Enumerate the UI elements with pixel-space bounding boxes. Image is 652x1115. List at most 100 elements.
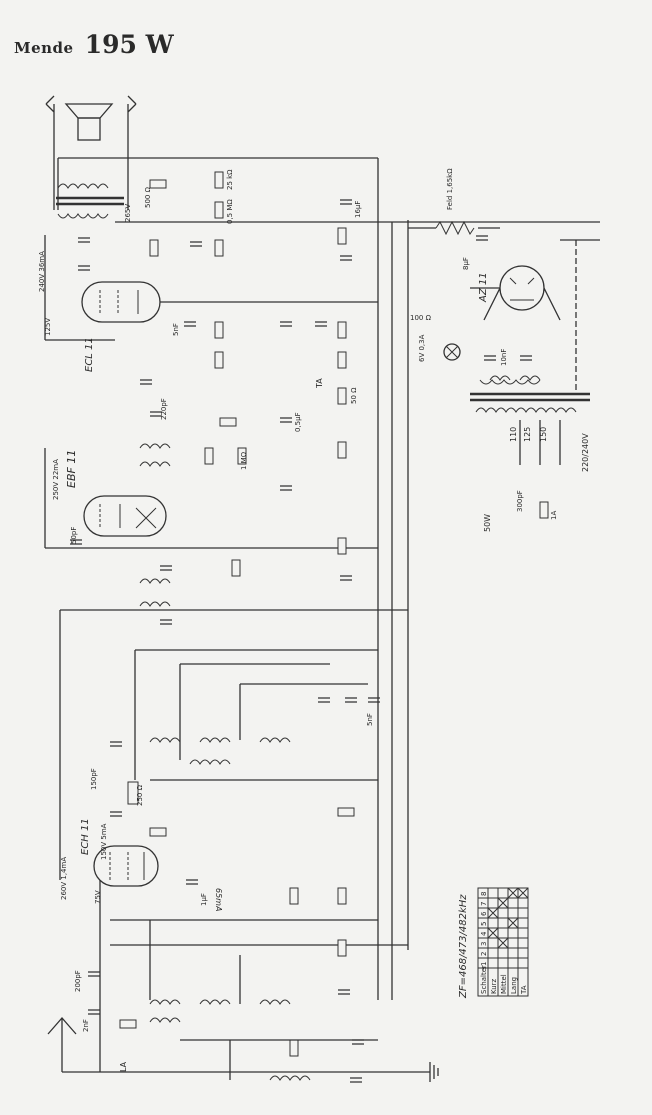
switch-table-cell [497,957,509,969]
label-100ohm: 100 Ω [410,314,432,322]
switch-table-mark [497,937,509,949]
switch-table-mark [517,887,529,899]
switch-table-cell [497,947,509,959]
switch-table-column-number: 3 [480,942,488,946]
label-50w: 50W [483,514,492,532]
switch-table-column-number: 2 [480,952,488,956]
label-8uf: 8µF [462,257,470,270]
label-110: 110 [509,427,518,442]
switch-table-column-number: 7 [480,902,488,906]
switch-table-mark [497,897,509,909]
switch-table-cell [497,887,509,899]
switch-table-cell [517,957,529,969]
tuning-wires [134,649,378,1080]
loudspeaker-symbol [45,95,137,210]
switch-table-cell [507,897,519,909]
switch-table-row-label: Lang [510,977,518,994]
switch-table-cell [487,897,499,909]
label-10nf: 10nF [500,349,508,366]
label-ta: TA [315,378,324,389]
label-250ohm: 250 Ω [136,784,144,806]
if-frequency-note: ZF=468/473/482kHz [458,894,469,999]
switch-table-cell [497,917,509,929]
power-transformer [470,239,600,465]
label-pilot: 6V 0,3A [418,334,426,362]
ground-symbol [400,1062,439,1082]
label-16uf: 16µF [354,201,362,218]
switch-table-cell [507,907,519,919]
field-coil-resistor [408,220,500,236]
label-500ohm: 500 Ω [144,186,152,208]
switch-table-cell [507,927,519,939]
tube-az11 [470,265,561,321]
brand-name: Mende [14,39,74,57]
switch-table-row-label: Schalter [480,965,488,994]
label-mains: 220/240V [581,433,590,472]
switch-table-column-number: 5 [480,922,488,926]
resistors [119,171,549,1057]
label-200pf: 200pF [74,970,82,992]
label-150: 150 [539,427,548,442]
switch-table-cell [517,937,529,949]
switch-table-cell [517,897,529,909]
label-fuse: 1A [550,511,558,520]
switch-table-cell [487,887,499,899]
label-50pf: 50pF [70,527,78,544]
tube-ecl11 [81,281,378,323]
coils [139,375,541,1081]
label-300pf: 300pF [516,490,524,512]
switch-table-cell [517,927,529,939]
label-260v: 260V 1,4mA [60,857,68,900]
label-50ohm: 50 Ω [350,387,358,404]
switch-table-row-label: Mittel [500,974,508,994]
pilot-lamp [443,343,461,361]
label-125: 125 [523,427,532,442]
tube-ech11-label: ECH 11 [80,818,91,855]
tube-az11-label: AZ 11 [478,272,489,303]
label-220pf: 220pF [160,398,168,420]
switch-table-cell [517,917,529,929]
label-05uf: 0,5µF [294,412,302,432]
switch-table-cell [507,937,519,949]
label-la: LA [119,1061,128,1072]
switch-table-cell [507,957,519,969]
switch-table-cell [517,887,529,899]
label-2nf: 2nF [82,1019,90,1032]
switch-table-cell [507,947,519,959]
switch-table-mark [487,927,499,939]
switch-table-cell [487,937,499,949]
tube-ebf11 [83,495,167,537]
label-265v: 265V [124,204,132,222]
switch-table-cell [487,917,499,929]
tube-ebf11-label: EBF 11 [65,450,78,488]
switch-table-column-number: 1 [480,962,488,966]
switch-table-column-number: 4 [480,931,488,936]
switch-table-column-number: 6 [480,911,488,916]
model-number: 195 W [84,30,174,59]
label-25k: 25 kΩ [226,169,234,190]
label-250v: 250V 22mA [52,459,60,500]
label-65ma: 65mA [214,888,223,911]
tube-ecl11-label: ECL 11 [84,337,95,372]
page-title: Mende 195 W [14,30,174,59]
tube-ech11 [93,845,159,887]
switch-table-row-label: TA [520,985,528,995]
label-05m: 0,5 MΩ [226,199,234,224]
label-field: Feld 1,65kΩ [446,168,454,210]
switch-table-row-label: Kurz [490,978,498,994]
antenna-symbol [47,1017,100,1073]
label-1m: 1 MΩ [240,451,248,470]
label-150pf: 150pF [90,768,98,790]
label-5nf-2: 5nF [366,713,374,726]
label-125v: 125V [44,318,52,336]
label-1uf: 1µF [200,893,208,906]
switch-table-cell [487,957,499,969]
switch-table-cell [517,947,529,959]
output-transformer [56,183,124,219]
supply-bus [44,157,600,1073]
switch-table-cell [497,927,509,939]
label-75v: 75V [94,890,102,904]
